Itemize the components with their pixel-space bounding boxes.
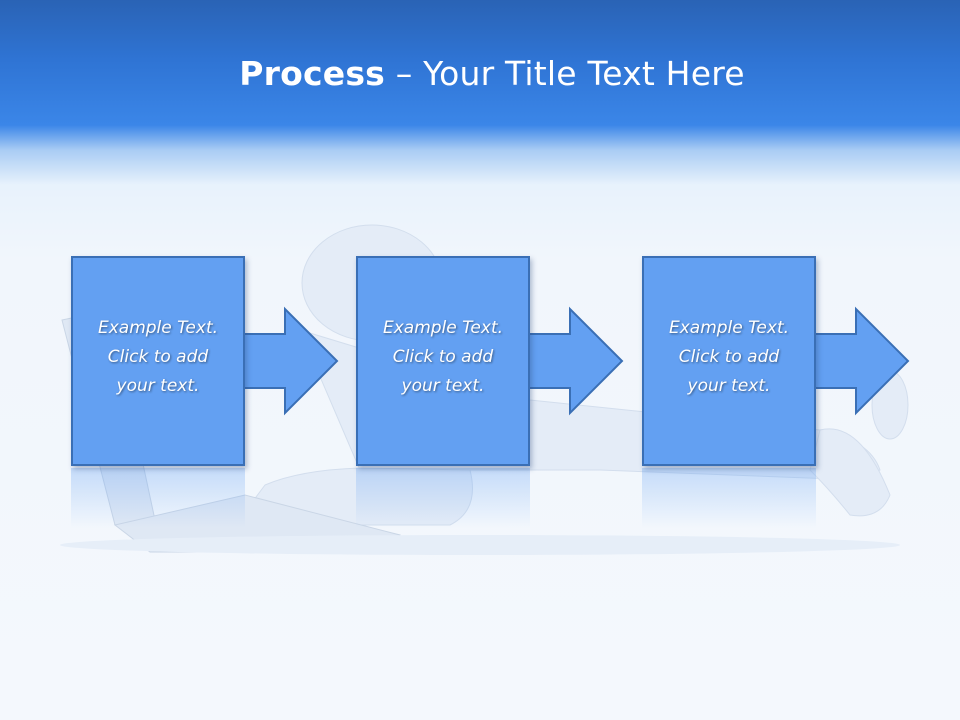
step-reflection bbox=[356, 468, 530, 528]
step-text[interactable]: Example Text. Click to add your text. bbox=[73, 314, 243, 401]
step-line: Click to add bbox=[392, 347, 494, 367]
step-line: your text. bbox=[401, 376, 485, 396]
step-line: your text. bbox=[116, 376, 200, 396]
arrow-right-icon bbox=[243, 306, 339, 416]
arrow-right-icon bbox=[814, 306, 910, 416]
step-line: Example Text. bbox=[668, 318, 790, 338]
step-reflection bbox=[642, 468, 816, 528]
slide-title: Process – Your Title Text Here bbox=[0, 52, 960, 96]
step-line: Click to add bbox=[678, 347, 780, 367]
process-step-3[interactable]: Example Text. Click to add your text. bbox=[642, 256, 816, 466]
process-step-2[interactable]: Example Text. Click to add your text. bbox=[356, 256, 530, 466]
step-line: Click to add bbox=[107, 347, 209, 367]
title-bold: Process bbox=[239, 54, 386, 93]
arrow-right-icon bbox=[528, 306, 624, 416]
title-rest: – Your Title Text Here bbox=[385, 54, 745, 93]
step-text[interactable]: Example Text. Click to add your text. bbox=[644, 314, 814, 401]
process-step-1[interactable]: Example Text. Click to add your text. bbox=[71, 256, 245, 466]
step-line: Example Text. bbox=[382, 318, 504, 338]
step-reflection bbox=[71, 468, 245, 528]
step-line: Example Text. bbox=[97, 318, 219, 338]
step-line: your text. bbox=[687, 376, 771, 396]
step-text[interactable]: Example Text. Click to add your text. bbox=[358, 314, 528, 401]
